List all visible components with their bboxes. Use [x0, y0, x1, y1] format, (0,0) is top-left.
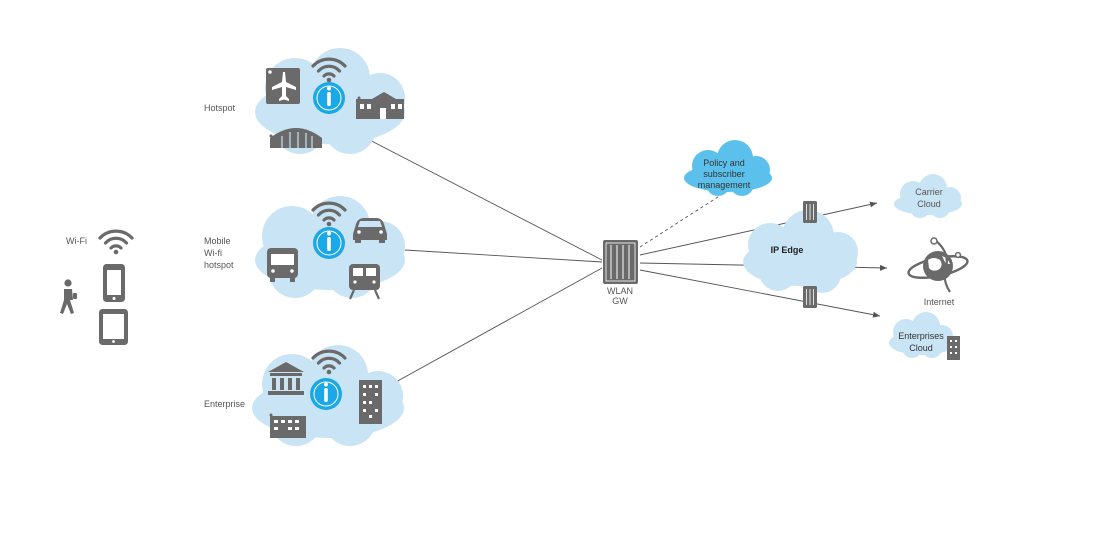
office-building-icon: [359, 380, 382, 424]
bus-icon: [267, 248, 298, 282]
hangar-icon: [269, 128, 322, 148]
mobile-hotspot-label-line2: Wi-fi: [204, 248, 222, 258]
mobile-hotspot-label-line3: hotspot: [204, 260, 234, 270]
pedestrian-icon: [60, 279, 77, 314]
mobile-hotspot-group: Mobile Wi-fi hotspot: [204, 196, 405, 300]
link-mobile-gw: [404, 249, 603, 263]
car-icon: [353, 218, 387, 243]
ip-edge-group: IP Edge: [743, 200, 858, 309]
wifi-icon: [98, 229, 134, 256]
carrier-cloud: [894, 174, 962, 218]
carrier-cloud-group: Carrier Cloud: [894, 174, 962, 218]
ip-edge-label: IP Edge: [771, 245, 804, 255]
internet-label: Internet: [924, 297, 955, 307]
access-point-icon: [312, 226, 346, 260]
router-icon: [802, 285, 818, 309]
carrier-cloud-label-line1: Carrier: [915, 187, 943, 197]
train-icon: [348, 264, 381, 300]
policy-label-line3: management: [698, 180, 751, 190]
link-gw-policy: [639, 192, 725, 248]
router-icon: [802, 200, 818, 224]
airplane-icon: [266, 68, 300, 104]
office-building-icon: [269, 413, 306, 438]
wlan-gateway: WLAN GW: [603, 240, 638, 306]
policy-cloud: [684, 140, 772, 196]
wlan-gw-label-line1: WLAN: [607, 286, 633, 296]
internet-group: Internet: [907, 237, 969, 307]
globe-icon: [907, 237, 969, 293]
policy-management-group: Policy and subscriber management: [684, 140, 772, 196]
link-hotspot-gw: [357, 133, 603, 261]
building-icon: [356, 92, 404, 119]
hotspot-label: Hotspot: [204, 103, 236, 113]
user-devices-group: Wi-Fi: [60, 229, 134, 345]
link-gw-enterprises: [639, 269, 881, 318]
enterprises-cloud-group: Enterprises Cloud: [889, 312, 960, 360]
enterprises-cloud: [889, 312, 955, 358]
bank-icon: [268, 362, 304, 395]
wifi-label: Wi-Fi: [66, 236, 87, 246]
office-building-icon: [947, 336, 960, 360]
ip-edge-cloud: [743, 210, 858, 293]
tablet-icon: [99, 309, 128, 345]
mobile-hotspot-label-line1: Mobile: [204, 236, 231, 246]
router-icon: [603, 240, 638, 284]
policy-label-line1: Policy and: [703, 158, 745, 168]
access-point-icon: [309, 377, 343, 411]
carrier-cloud-label-line2: Cloud: [917, 199, 941, 209]
enterprises-cloud-label-line2: Cloud: [909, 343, 933, 353]
enterprise-group: Enterprise: [204, 345, 404, 446]
smartphone-icon: [103, 264, 125, 302]
access-point-icon: [312, 81, 346, 115]
policy-label-line2: subscriber: [703, 169, 745, 179]
hotspot-group: Hotspot: [204, 48, 405, 154]
wlan-gw-label-line2: GW: [612, 296, 628, 306]
link-enterprise-gw: [384, 267, 603, 389]
enterprises-cloud-label-line1: Enterprises: [898, 331, 944, 341]
enterprise-label: Enterprise: [204, 399, 245, 409]
